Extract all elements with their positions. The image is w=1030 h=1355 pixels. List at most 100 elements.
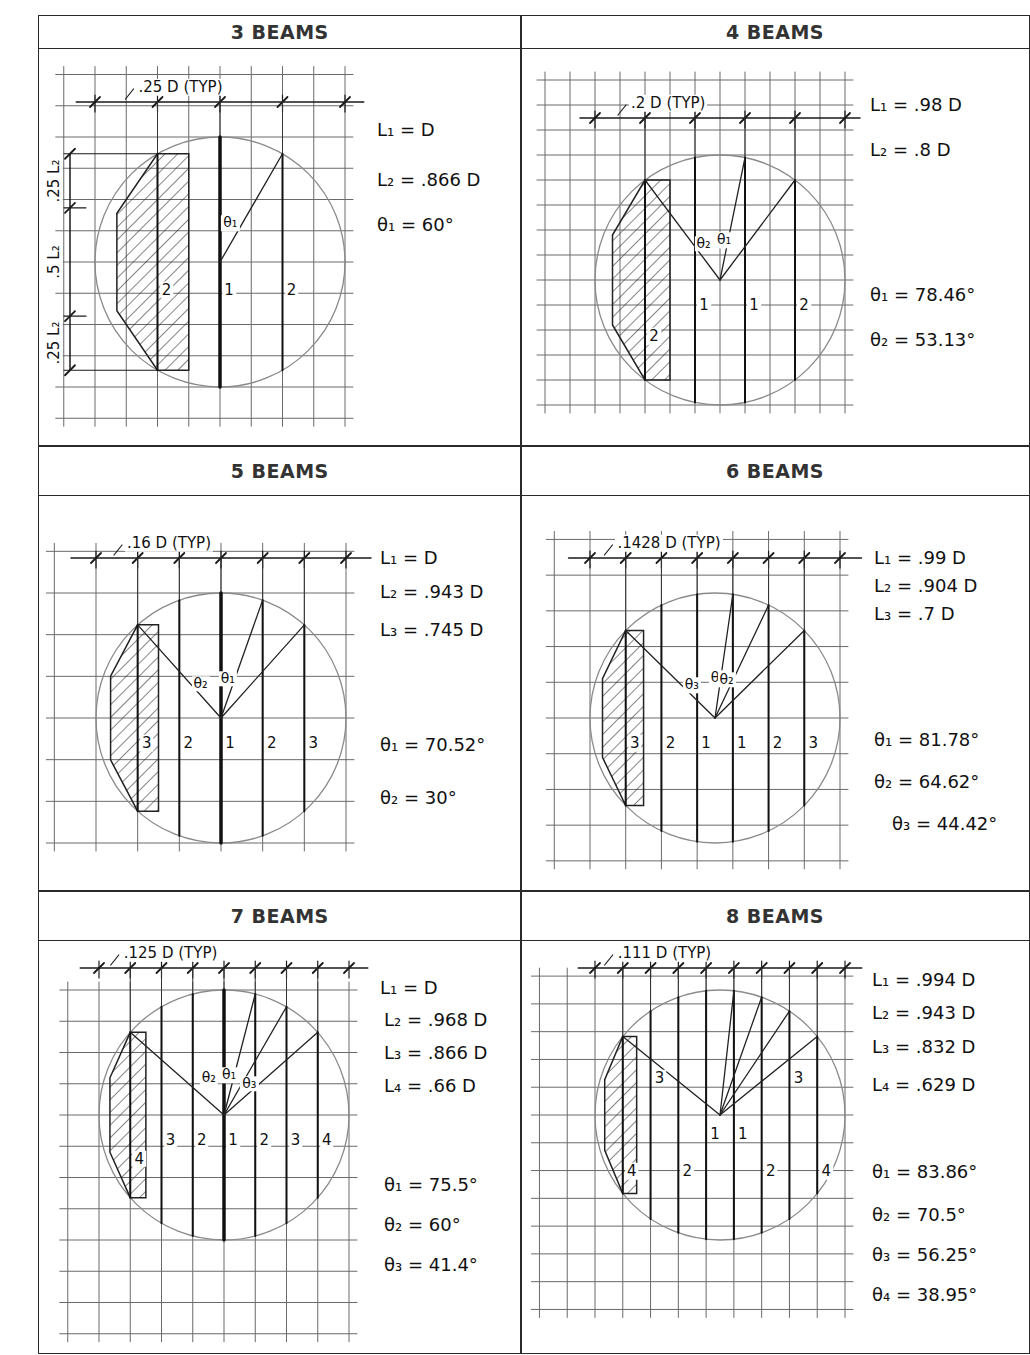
beam-number: 1 xyxy=(708,1126,722,1143)
grid-line xyxy=(46,634,354,635)
extension-line xyxy=(789,968,790,1011)
dimension-label: .125 D (TYP) xyxy=(122,945,220,962)
beam-line xyxy=(744,158,746,403)
extension-line xyxy=(157,102,158,154)
grid-line xyxy=(56,355,353,356)
grid-line xyxy=(317,982,318,1342)
grid-line xyxy=(761,968,762,1317)
angle-line xyxy=(224,994,255,1115)
graph-grid xyxy=(60,982,357,1342)
beam-line xyxy=(694,158,696,403)
beam-line xyxy=(262,600,264,836)
beam-line xyxy=(816,1036,818,1193)
extension-line xyxy=(706,968,707,991)
beam-number: 2 xyxy=(195,1132,209,1149)
grid-line xyxy=(286,982,287,1342)
extension-line xyxy=(661,558,662,605)
beam-number: 3 xyxy=(792,1069,806,1086)
panel-heading: 4 BEAMS xyxy=(521,16,1029,49)
beam-layout-panel: 8 BEAMS xyxy=(520,890,1030,1354)
formula-label: θ₂ = 30° xyxy=(378,788,459,808)
beam-number: 4 xyxy=(132,1151,146,1168)
graph-grid xyxy=(546,531,848,868)
extension-line xyxy=(625,558,626,631)
formula-label: L₁ = D xyxy=(375,120,437,140)
grid-line xyxy=(531,1003,853,1004)
beam-line xyxy=(178,600,180,836)
beam-layout-panel: 5 BEAMS xyxy=(38,445,522,892)
formula-label: θ₃ = 56.25° xyxy=(870,1245,979,1265)
grid-line xyxy=(531,1309,853,1310)
beam-number: 2 xyxy=(257,1132,271,1149)
grid-line xyxy=(817,968,818,1317)
dimension-label: .25 L₂ xyxy=(46,320,63,367)
formula-label: θ₂ = 70.5° xyxy=(870,1205,968,1225)
extension-line xyxy=(286,968,287,1007)
slab-outline xyxy=(99,990,349,1240)
dimension-label: .5 L₂ xyxy=(46,243,63,280)
leader-lines xyxy=(111,89,626,965)
extension-line xyxy=(594,111,595,128)
grid-line xyxy=(768,531,769,868)
formula-label: θ₁ = 75.5° xyxy=(382,1175,480,1195)
beam-line xyxy=(282,154,284,371)
grid-line xyxy=(46,593,354,594)
formula-label: L₁ = .98 D xyxy=(868,95,964,115)
leader-line xyxy=(605,955,613,965)
beam-number: 3 xyxy=(807,735,821,752)
grid-line xyxy=(804,531,805,868)
grid-line xyxy=(220,67,221,427)
beam-number: 1 xyxy=(222,281,236,298)
grid-line xyxy=(221,543,222,851)
beam-number: 1 xyxy=(736,1126,750,1143)
graph-grid xyxy=(46,543,354,851)
grid-line xyxy=(531,1142,853,1143)
grid-line xyxy=(137,543,138,851)
grid-line xyxy=(56,105,353,106)
grid-line xyxy=(840,531,841,868)
grid-line xyxy=(349,982,350,1342)
formula-label: L₃ = .832 D xyxy=(870,1037,977,1057)
angle-label: θ₁ xyxy=(715,232,733,247)
beam-number: 1 xyxy=(226,1132,240,1149)
beam-number: 4 xyxy=(625,1163,639,1180)
grid-line xyxy=(531,1087,853,1088)
beam-line xyxy=(677,997,679,1233)
grid-line xyxy=(531,1281,853,1282)
beam-line xyxy=(660,605,662,831)
beam-line xyxy=(286,1007,288,1224)
formula-label: θ₄ = 38.95° xyxy=(870,1285,979,1305)
angle-line xyxy=(623,1036,720,1115)
extension-line xyxy=(348,961,349,978)
grid-line xyxy=(255,982,256,1342)
beam-line xyxy=(317,1032,319,1197)
leader-line xyxy=(618,105,626,115)
grid-line xyxy=(60,1333,357,1334)
angle-line xyxy=(720,180,795,280)
grid-line xyxy=(224,982,225,1342)
beam-number: 1 xyxy=(735,735,749,752)
extension-line xyxy=(622,968,623,1036)
grid-line xyxy=(531,976,853,977)
grid-line xyxy=(67,982,68,1342)
extension-line xyxy=(589,551,590,568)
extension-line xyxy=(220,102,221,137)
extension-line xyxy=(733,968,734,991)
grid-line xyxy=(60,1208,357,1209)
beam-layout-sketch xyxy=(46,543,371,851)
grid-line xyxy=(346,543,347,851)
grid-line xyxy=(60,1271,357,1272)
beam-line xyxy=(303,625,305,811)
grid-line xyxy=(795,72,796,413)
angle-line xyxy=(221,600,263,718)
tributary-area-hatch xyxy=(613,180,671,380)
grid-line xyxy=(745,72,746,413)
slab-outline xyxy=(96,593,346,843)
extension-line xyxy=(221,558,222,593)
panel-heading: 7 BEAMS xyxy=(39,891,521,941)
panel-heading: 6 BEAMS xyxy=(521,446,1029,496)
tributary-area-hatch xyxy=(603,631,644,806)
beam-line xyxy=(137,625,139,811)
